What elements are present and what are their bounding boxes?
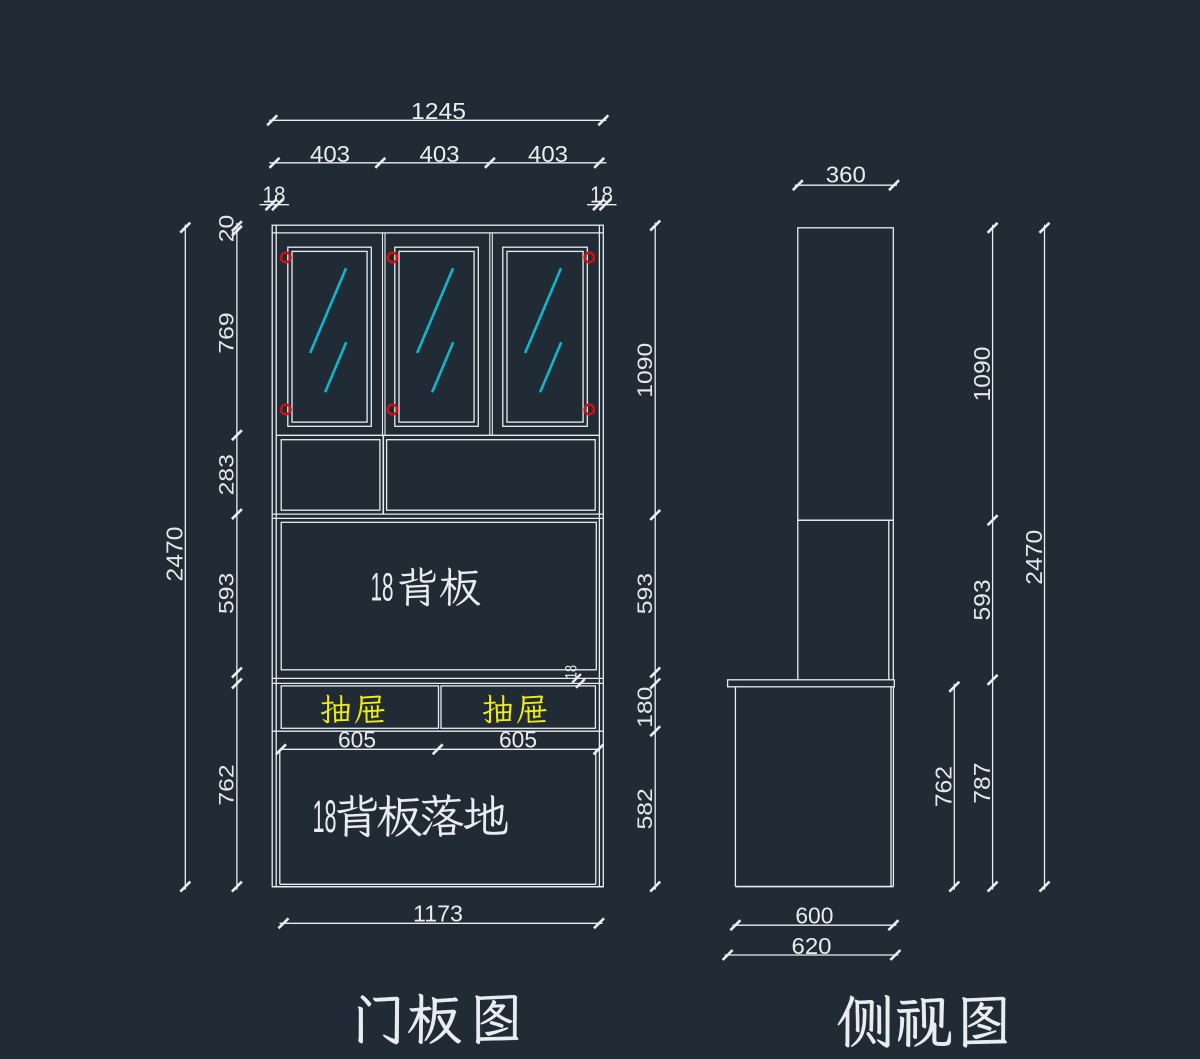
svg-text:593: 593: [969, 579, 995, 620]
svg-text:787: 787: [969, 763, 995, 804]
svg-text:593: 593: [215, 573, 239, 614]
svg-text:18: 18: [371, 566, 394, 610]
svg-text:762: 762: [215, 764, 239, 805]
svg-text:360: 360: [826, 162, 866, 188]
svg-text:600: 600: [795, 903, 833, 929]
svg-text:283: 283: [215, 454, 239, 495]
svg-text:1173: 1173: [413, 901, 463, 927]
svg-text:20: 20: [215, 215, 239, 243]
svg-text:605: 605: [338, 727, 376, 753]
svg-text:769: 769: [215, 312, 239, 353]
svg-text:1090: 1090: [969, 347, 995, 402]
svg-text:403: 403: [420, 141, 460, 167]
svg-text:18: 18: [562, 665, 581, 679]
svg-text:18: 18: [313, 791, 337, 842]
svg-text:403: 403: [310, 141, 350, 167]
svg-text:2470: 2470: [1021, 530, 1047, 585]
svg-text:1090: 1090: [633, 343, 657, 398]
svg-text:593: 593: [633, 573, 657, 614]
svg-text:1245: 1245: [411, 98, 466, 124]
svg-text:2470: 2470: [162, 527, 188, 582]
svg-text:605: 605: [499, 727, 537, 753]
svg-text:762: 762: [931, 766, 957, 807]
svg-text:18: 18: [263, 182, 286, 208]
svg-text:180: 180: [633, 687, 657, 728]
svg-text:620: 620: [792, 933, 832, 959]
svg-text:403: 403: [528, 141, 568, 167]
svg-text:18: 18: [590, 182, 613, 208]
svg-text:582: 582: [633, 788, 657, 829]
